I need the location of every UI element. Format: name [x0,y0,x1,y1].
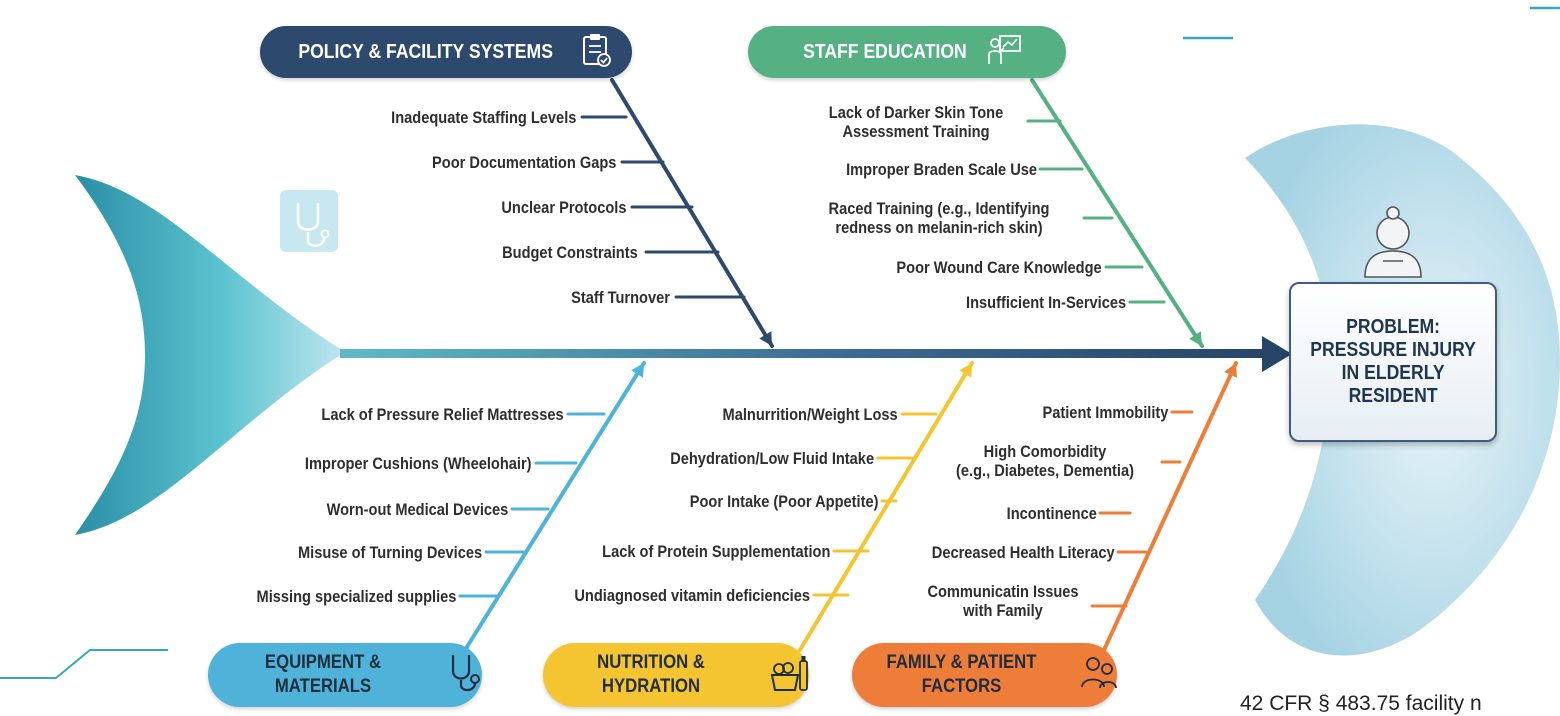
food-basket-icon [769,653,809,698]
cause-label: Patient Immobility [1042,403,1168,422]
clipboard-checklist-icon [581,33,611,72]
cause-label: Malnurrition/Weight Loss [722,405,898,424]
family-people-icon [1081,655,1117,696]
cause-label: Improper Cushions (Wheelohair) [305,454,532,473]
footer-citation: 42 CFR § 483.75 facility n [1240,692,1482,715]
bone-staff [1030,78,1204,348]
cause-label: Lack of Protein Supplementation [601,542,830,561]
stethoscope-tile-icon [280,190,338,252]
cause-label: Misuse of Turning Devices [297,543,482,562]
cause-label: High Comorbidity(e.g., Diabetes, Dementi… [956,442,1134,480]
cause-label: Unclear Protocols [500,198,626,217]
bone-policy-arrowhead [759,331,772,346]
bone-nutrition-arrowhead [959,363,972,378]
problem-box: PROBLEM: PRESSURE INJURY IN ELDERLY RESI… [1289,282,1497,442]
cause-label: Dehydration/Low Fluid Intake [670,449,874,468]
cause-label: Inadequate Staffing Levels [390,108,576,127]
cause-label: Poor Documentation Gaps [431,153,616,172]
cause-label: Lack of Pressure Relief Mattresses [321,405,564,424]
category-staff-title: STAFF EDUCATION [803,41,967,63]
category-equipment-header: EQUIPMENT & MATERIALS [208,643,482,707]
fish-tail [75,175,345,535]
cause-label: Poor Wound Care Knowledge [896,258,1102,277]
bone-nutrition [798,361,974,652]
category-policy-header: POLICY & FACILITY SYSTEMS [260,26,632,78]
cause-label: Undiagnosed vitamin deficiencies [574,586,810,605]
category-family-title: FAMILY & PATIENT FACTORS [886,652,1037,697]
cause-label: Missing specialized supplies [256,587,456,606]
category-equipment-title: EQUIPMENT & MATERIALS [264,652,382,697]
problem-statement: PROBLEM: PRESSURE INJURY IN ELDERLY RESI… [1310,316,1476,407]
category-staff-header: STAFF EDUCATION [748,26,1066,78]
cause-label: Poor Intake (Poor Appetite) [689,492,878,511]
teacher-presentation-icon [988,34,1022,71]
cause-label: Worn-out Medical Devices [326,500,508,519]
bone-staff-arrowhead [1189,331,1202,346]
cause-label: Incontinence [1006,504,1097,523]
category-policy-title: POLICY & FACILITY SYSTEMS [298,41,554,63]
cause-label: Staff Turnover [571,288,670,307]
cause-label: Budget Constraints [502,243,638,262]
bone-equipment-arrowhead [631,363,644,378]
bone-policy [610,78,774,348]
cause-label: Improper Braden Scale Use [846,160,1037,179]
cause-label: Insufficient In-Services [965,293,1126,312]
stethoscope-icon [448,653,482,698]
bone-family [1102,361,1238,652]
cause-label: Decreased Health Literacy [932,543,1115,562]
category-nutrition-title: NUTRITION & HYDRATION [597,652,705,697]
elderly-resident-icon [1364,206,1422,278]
bone-family-arrowhead [1224,363,1237,378]
bone-equipment [463,361,646,652]
category-family-header: FAMILY & PATIENT FACTORS [852,643,1117,707]
category-nutrition-header: NUTRITION & HYDRATION [543,643,809,707]
